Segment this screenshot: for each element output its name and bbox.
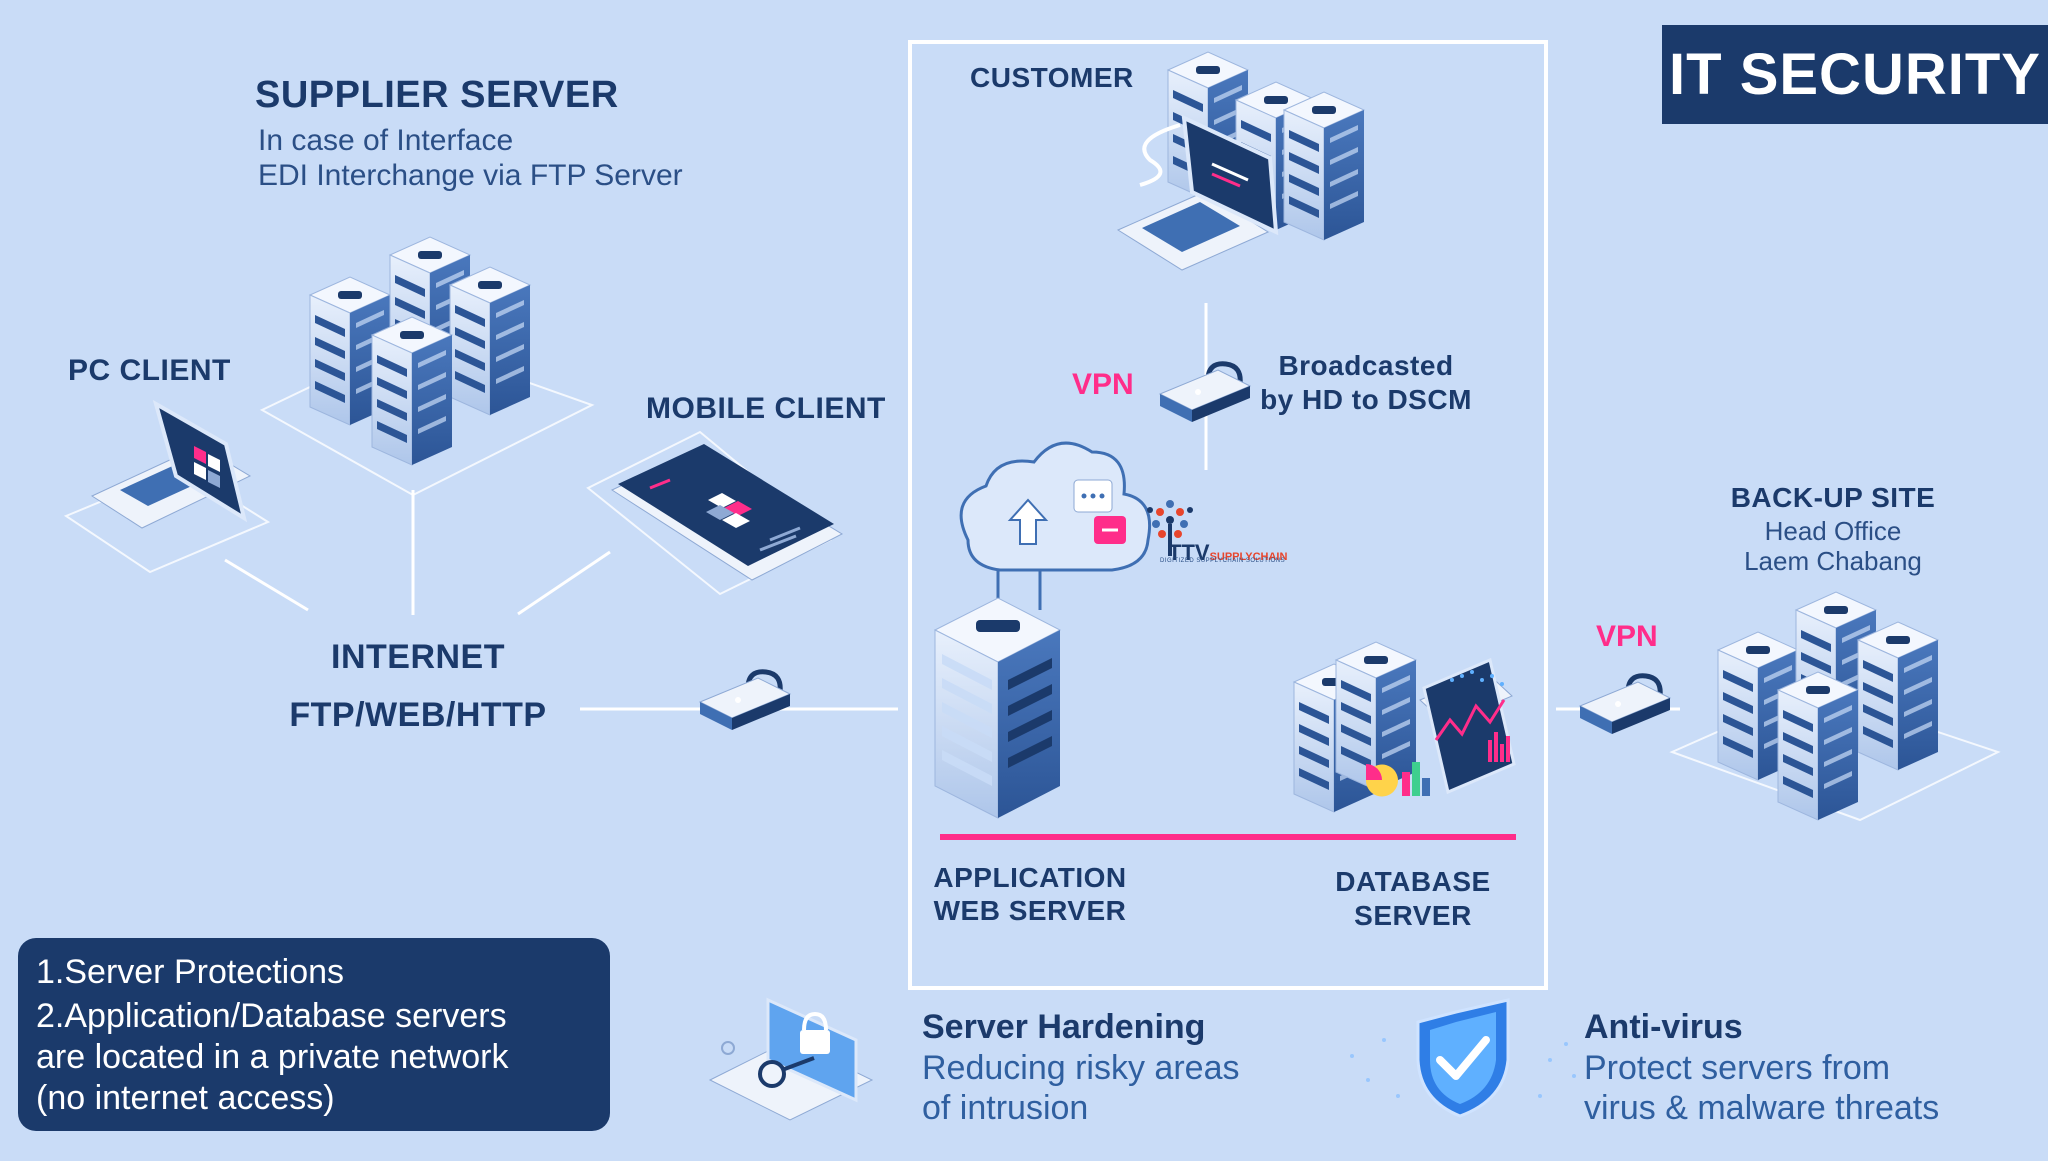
vpn-backup-label: VPN [1596, 620, 1658, 653]
laptop-icon [90, 399, 252, 529]
tablet-icon [610, 444, 844, 581]
pc-client-label: PC CLIENT [68, 354, 231, 387]
note-line: are located in a private network [36, 1038, 509, 1076]
app-server-line2: WEB SERVER [933, 895, 1127, 926]
padlock-icon [1580, 676, 1670, 734]
hardening-title: Server Hardening [922, 1008, 1206, 1046]
security-laptop-icon [708, 997, 874, 1121]
broadcast-line1: Broadcasted [1278, 350, 1454, 381]
vpn-customer-label: VPN [1072, 368, 1134, 401]
logo-brand: TTVSUPPLYCHAIN [1168, 540, 1287, 566]
internet-label: INTERNET [331, 638, 505, 676]
antivirus-line2: virus & malware threats [1584, 1089, 1940, 1127]
ttv-logo-mark [1147, 500, 1193, 556]
backup-site-line1: Head Office [1764, 516, 1902, 546]
hardening-line2: of intrusion [922, 1089, 1089, 1127]
app-server-line1: APPLICATION [933, 862, 1127, 893]
logo-brand-suffix: SUPPLYCHAIN [1209, 551, 1288, 563]
supplier-server-line2: EDI Interchange via FTP Server [258, 159, 683, 192]
page-title: IT SECURITY [1662, 25, 2048, 124]
note-line: (no internet access) [36, 1079, 335, 1117]
broadcast-line2: by HD to DSCM [1260, 384, 1472, 415]
padlock-icon [700, 672, 790, 730]
logo-tagline: DIGITIZED SUPPLYCHAIN SOLUTIONS [1160, 558, 1286, 564]
backup-site-heading: BACK-UP SITE [1730, 482, 1936, 513]
backup-site-line2: Laem Chabang [1744, 546, 1922, 576]
private-network-frame [908, 40, 1548, 990]
security-notes: 1.Server Protections 2.Application/Datab… [18, 938, 610, 1131]
server-rack-icon [933, 597, 1062, 819]
db-server-line2: SERVER [1354, 900, 1472, 931]
supplier-server-line1: In case of Interface [258, 124, 514, 157]
server-rack-icon [449, 266, 531, 416]
shield-check-icon [1350, 998, 1576, 1118]
laptop-icon [1116, 114, 1279, 271]
db-server-line1: DATABASE [1335, 866, 1491, 897]
supplier-server-heading: SUPPLIER SERVER [255, 74, 619, 116]
hardening-line1: Reducing risky areas [922, 1049, 1240, 1087]
server-rack-icon [1777, 671, 1859, 821]
logo-brand-text: TTV [1168, 540, 1210, 565]
internet-protocols-label: FTP/WEB/HTTP [289, 696, 547, 734]
server-rack-icon [1857, 621, 1939, 771]
antivirus-line1: Protect servers from [1584, 1049, 1891, 1087]
antivirus-title: Anti-virus [1584, 1008, 1743, 1046]
customer-label: CUSTOMER [970, 62, 1134, 93]
chat-bubble-icon [1073, 479, 1126, 544]
note-line: 1.Server Protections [36, 953, 345, 991]
analytics-dashboard-icon [1293, 641, 1516, 813]
note-line: 2.Application/Database servers [36, 997, 507, 1035]
server-rack-icon [371, 316, 453, 466]
mobile-client-label: MOBILE CLIENT [646, 392, 886, 425]
